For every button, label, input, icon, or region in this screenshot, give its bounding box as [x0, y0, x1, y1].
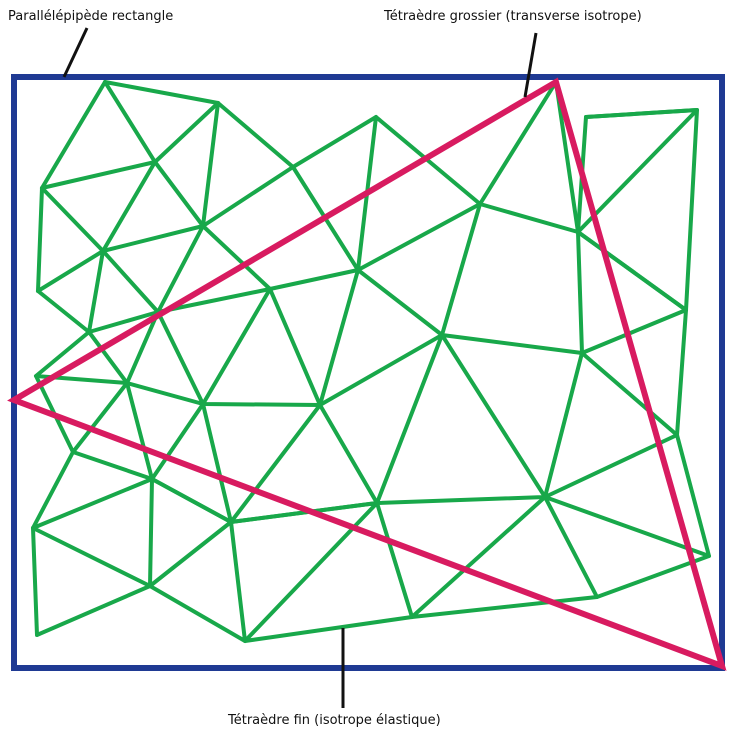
rectangular-box	[11, 74, 725, 671]
coarse-tetrahedron	[7, 77, 727, 671]
leader-line-coarse	[523, 32, 538, 98]
coarse-tetra-label: Tétraèdre grossier (transverse isotrope)	[384, 9, 642, 24]
fine-tetra-label: Tétraèdre fin (isotrope élastique)	[228, 713, 441, 728]
leader-lines	[62, 27, 538, 708]
box-label: Parallélépipède rectangle	[8, 9, 174, 24]
fine-tetrahedra-mesh	[31, 80, 711, 643]
leader-line-box	[62, 27, 89, 78]
